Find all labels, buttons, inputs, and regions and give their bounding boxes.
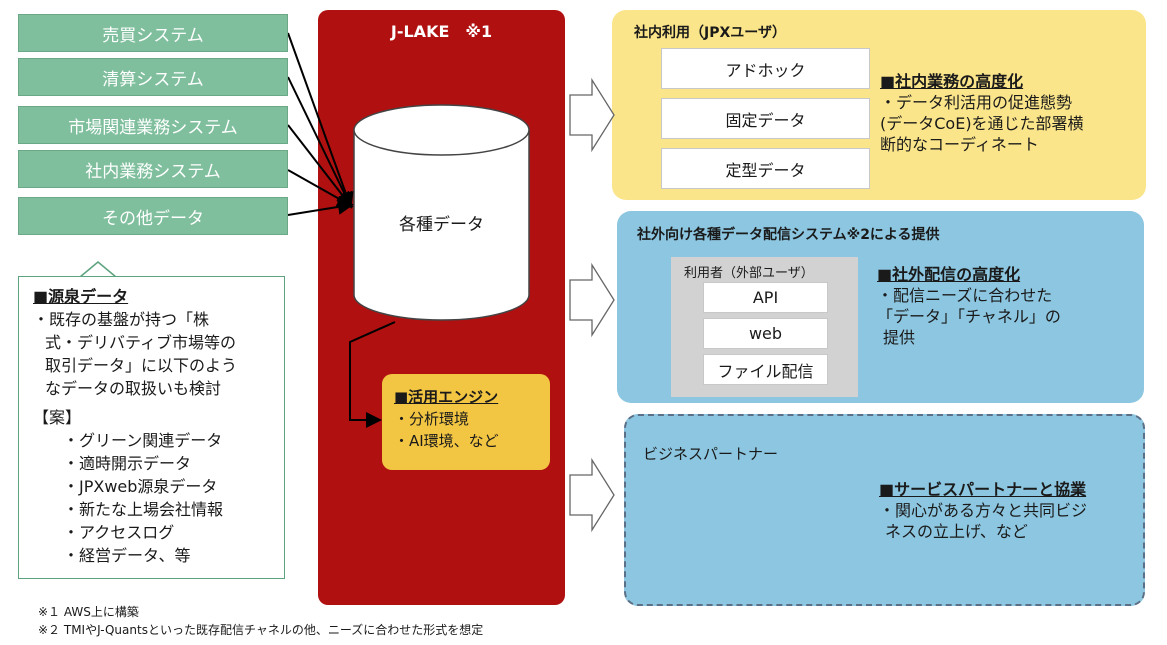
internal-title: 社内利用（JPXユーザ） [634, 25, 786, 41]
source-internal-system: 社内業務システム [18, 150, 288, 188]
api-box: API [703, 282, 828, 313]
plan-label: 【案】 [33, 408, 82, 427]
source-note-line: 式・デリバティブ市場等の [45, 333, 237, 352]
source-data-note: ■源泉データ ・既存の基盤が持つ「株 式・デリバティブ市場等の 取引データ」に以… [18, 276, 285, 579]
external-line: ・配信ニーズに合わせた [877, 286, 1053, 305]
flow-arrows [569, 77, 615, 533]
external-line: 「データ」「チャネル」の [877, 307, 1061, 326]
external-user-label: 利用者（外部ユーザ） [684, 266, 814, 281]
database-cylinder [353, 104, 530, 321]
footnote-2: ※２ TMIやJ-Quantsといった既存配信チャネルの他、ニーズに合わせた形式… [38, 623, 484, 637]
plan-item: ・グリーン関連データ [63, 431, 223, 450]
partner-heading: ■サービスパートナーと協業 [879, 480, 1087, 499]
jlake-title: J-LAKE ※1 [390, 22, 493, 41]
partner-line: ネスの立上げ、など [885, 522, 1028, 541]
plan-item: ・JPXweb源泉データ [63, 477, 218, 496]
note-pointer [79, 261, 117, 278]
source-sales-system: 売買システム [18, 14, 288, 52]
source-market-system: 市場関連業務システム [18, 106, 288, 144]
source-other-data: その他データ [18, 197, 288, 235]
source-note-line: 取引データ」に以下のよう [45, 356, 238, 375]
arrow-internal [569, 77, 615, 153]
source-note-line: ・既存の基盤が持つ「株 [33, 310, 210, 329]
internal-line: 断的なコーディネート [880, 135, 1039, 154]
internal-description: ■社内業務の高度化 ・データ利活用の促進態勢 (データCoE)を通じた部署横 断… [880, 68, 1140, 155]
plan-item: ・アクセスログ [63, 523, 175, 542]
partner-line: ・関心がある方々と共同ビジ [879, 501, 1088, 520]
internal-standard-box: 定型データ [661, 148, 870, 189]
internal-line: ・データ利活用の促進態勢 [880, 93, 1073, 112]
internal-heading: ■社内業務の高度化 [880, 72, 1024, 91]
external-line: 提供 [883, 328, 916, 347]
source-note-line: なデータの取扱いも検討 [45, 379, 222, 398]
database-label: 各種データ [399, 215, 484, 235]
footnote-1: ※１ AWS上に構築 [38, 605, 139, 619]
source-clearing-system: 清算システム [18, 58, 288, 96]
analytics-engine: ■活用エンジン ・分析環境 ・AI環境、など [382, 374, 550, 470]
external-description: ■社外配信の高度化 ・配信ニーズに合わせた 「データ」「チャネル」の 提供 [877, 261, 1137, 348]
plan-item: ・適時開示データ [63, 454, 192, 473]
source-arrows [287, 32, 396, 428]
internal-line: (データCoE)を通じた部署横 [880, 114, 1084, 133]
web-box: web [703, 318, 828, 349]
plan-item: ・新たな上場会社情報 [63, 500, 224, 519]
engine-heading: ■活用エンジン [394, 388, 499, 406]
engine-item: ・分析環境 [394, 410, 470, 428]
internal-adhoc-box: アドホック [661, 48, 870, 89]
internal-fixed-box: 固定データ [661, 98, 870, 139]
file-delivery-box: ファイル配信 [703, 354, 828, 385]
plan-item: ・経営データ、等 [63, 546, 191, 565]
arrow-partner [569, 457, 615, 533]
external-heading: ■社外配信の高度化 [877, 265, 1021, 284]
partner-title: ビジネスパートナー [643, 445, 779, 463]
arrow-external [569, 262, 615, 338]
external-title: 社外向け各種データ配信システム※2による提供 [637, 227, 940, 243]
partner-description: ■サービスパートナーと協業 ・関心がある方々と共同ビジ ネスの立上げ、など [879, 476, 1141, 542]
source-note-heading: ■源泉データ [33, 287, 129, 306]
engine-item: ・AI環境、など [394, 432, 499, 450]
